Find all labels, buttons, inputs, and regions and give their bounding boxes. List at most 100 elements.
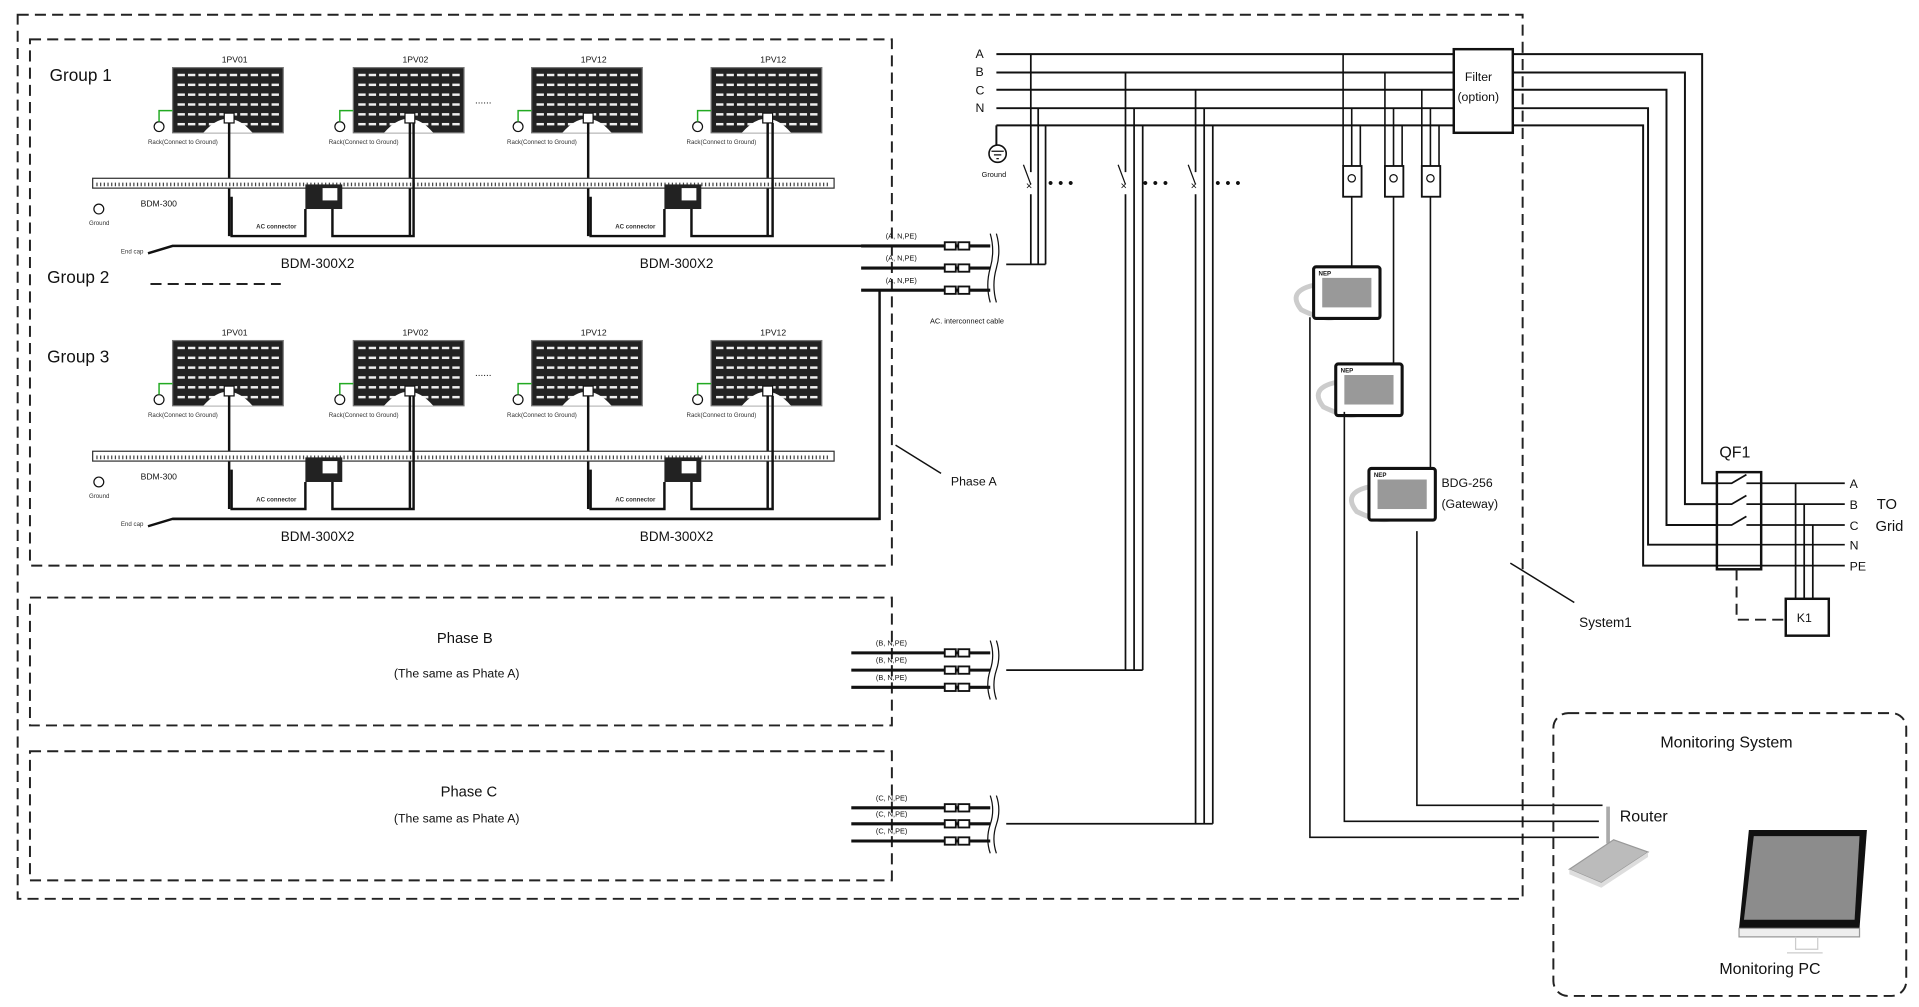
- phase-c-boundary: [28, 750, 893, 882]
- microinverter: [230, 122, 415, 238]
- microinverter-label: BDM-300X2: [640, 256, 714, 271]
- gateway-model-label: BDG-256: [1441, 476, 1492, 490]
- ground-icon: [93, 476, 105, 488]
- cable-label: (B, N,PE): [876, 656, 907, 665]
- ground-label: Ground: [89, 220, 110, 227]
- panel-label: 1PV12: [760, 55, 786, 65]
- cable-label: (A, N,PE): [886, 276, 917, 285]
- gateway-network-cables: [1309, 317, 1603, 839]
- pv-panel: [710, 339, 823, 407]
- phase-a-cable: (A, N,PE): [861, 254, 991, 273]
- rack-ground-label: Rack(Connect to Ground): [687, 139, 757, 146]
- bus-label-a: A: [975, 47, 984, 61]
- qf1-label: QF1: [1719, 444, 1750, 461]
- phase-b-cable: (B, N,PE): [851, 639, 991, 658]
- phase-c-title: Phase C: [441, 785, 498, 801]
- mounting-rail: [92, 177, 835, 189]
- monitoring-device: NEP: [1315, 362, 1404, 418]
- ground-label: Ground: [89, 493, 110, 500]
- rack-ground-icon: [512, 382, 532, 406]
- monitoring-device: NEP: [1293, 265, 1382, 321]
- phase-b-title: Phase B: [437, 631, 493, 647]
- router-icon: [1568, 806, 1650, 888]
- panel-label: 1PV02: [403, 55, 429, 65]
- phase-a-cable: (A, N,PE): [861, 276, 991, 295]
- panel-label: 1PV01: [222, 55, 248, 65]
- monitoring-system-boundary: [1552, 712, 1908, 997]
- phase-b-cable: (B, N,PE): [851, 673, 991, 692]
- rack-ground-label: Rack(Connect to Ground): [329, 412, 399, 419]
- bus-ground-label: Ground: [982, 170, 1007, 179]
- end-cap-label: End cap: [121, 521, 144, 528]
- breaker-x-a: ×: [1026, 180, 1032, 192]
- system1-pointer: [1509, 562, 1575, 604]
- phase-c-cable: (C, N,PE): [851, 809, 991, 829]
- phase-c-cable: (C, N,PE): [851, 827, 991, 846]
- pv-panel: [531, 339, 643, 407]
- to-label: TO: [1877, 497, 1897, 513]
- phase-b-subtitle: (The same as Phate A): [394, 666, 520, 680]
- system-boundary: [16, 13, 1524, 900]
- cable-label: (C, N,PE): [876, 793, 907, 802]
- cable-break-icon: [987, 795, 1000, 854]
- ground-icon: [988, 144, 1008, 164]
- gateway-bdg-256: NEP: [1349, 466, 1437, 523]
- ac-connector-label: AC connector: [615, 497, 656, 504]
- cable-break-icon: [987, 640, 1000, 700]
- pv-panel: [352, 339, 465, 407]
- group-1-label: Group 1: [50, 65, 112, 85]
- rail-label: BDM-300: [141, 472, 178, 482]
- rack-ground-label: Rack(Connect to Ground): [148, 412, 218, 419]
- breaker-x-b: ×: [1121, 180, 1127, 192]
- microinverter: [230, 395, 415, 511]
- bus-label-c: C: [975, 84, 984, 98]
- phase-c-subtitle: (The same as Phate A): [394, 812, 520, 826]
- rack-ground-label: Rack(Connect to Ground): [329, 139, 399, 146]
- grid-output-a: A: [1850, 477, 1859, 491]
- ground-icon: [93, 203, 105, 215]
- rack-ground-label: Rack(Connect to Ground): [148, 139, 218, 146]
- router-label: Router: [1620, 808, 1669, 825]
- k1-contactor: [1784, 597, 1831, 637]
- filter-label: Filter: [1465, 70, 1492, 84]
- monitoring-system-title: Monitoring System: [1660, 735, 1792, 752]
- rack-ground-icon: [153, 109, 173, 133]
- phase-a-pointer: [895, 444, 942, 475]
- cable-label: (C, N,PE): [876, 827, 907, 836]
- phase-b-boundary: [28, 596, 893, 727]
- ac-connector-label: AC connector: [256, 497, 297, 504]
- panel-label: 1PV12: [581, 328, 607, 338]
- system1-label: System1: [1579, 615, 1632, 630]
- device-brand: NEP: [1341, 368, 1354, 375]
- cable-break-icon: [987, 233, 1000, 303]
- microinverter-label: BDM-300X2: [281, 529, 355, 544]
- monitoring-pc-icon: [1738, 829, 1867, 954]
- rack-ground-icon: [153, 382, 173, 406]
- phase-c-cable: (C, N,PE): [851, 793, 991, 813]
- rack-ground-icon: [692, 109, 712, 133]
- pv-panel: [171, 339, 284, 407]
- pv-panel: [171, 67, 284, 134]
- monitoring-pc-label: Monitoring PC: [1719, 961, 1820, 978]
- grid-output-pe: PE: [1850, 560, 1866, 574]
- cable-label: (B, N,PE): [876, 639, 907, 648]
- breaker-ellipsis: •••: [1048, 176, 1078, 192]
- breaker-ellipsis: •••: [1143, 176, 1173, 192]
- end-cap-label: End cap: [121, 248, 144, 255]
- device-brand: NEP: [1374, 472, 1387, 479]
- microinverter-label: BDM-300X2: [281, 256, 355, 271]
- ac-connector-label: AC connector: [256, 224, 297, 231]
- rail-label: BDM-300: [141, 199, 178, 209]
- breaker-x-c: ×: [1191, 180, 1197, 192]
- rack-ground-icon: [334, 382, 354, 406]
- mounting-rail: [92, 450, 835, 462]
- phase-a-label: Phase A: [951, 475, 998, 489]
- rack-ground-icon: [334, 109, 354, 133]
- rack-ground-label: Rack(Connect to Ground): [507, 139, 577, 146]
- interconnect-cable-label: AC. interconnect cable: [930, 316, 1004, 325]
- phase-a-boundary: [28, 38, 893, 567]
- panel-label: 1PV12: [581, 55, 607, 65]
